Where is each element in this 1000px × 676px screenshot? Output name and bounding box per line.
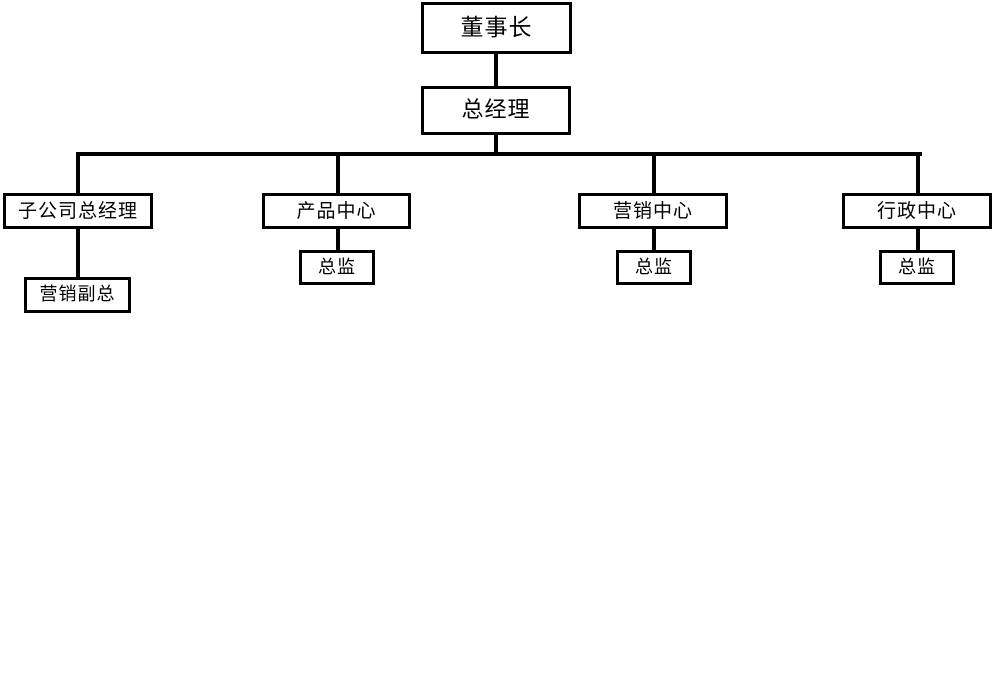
org-node-general-manager-label: 总经理 xyxy=(461,97,531,123)
org-node-admin-center-label: 行政中心 xyxy=(876,199,957,222)
connector-chairman-to-general-manager xyxy=(494,53,498,87)
org-node-director-marketing[interactable]: 总监 xyxy=(616,250,692,285)
org-node-director-admin-label: 总监 xyxy=(898,256,936,278)
org-node-marketing-center[interactable]: 营销中心 xyxy=(578,193,728,229)
org-node-director-marketing-label: 总监 xyxy=(635,256,673,278)
connector-bus-to-admin-center xyxy=(916,152,920,195)
org-node-general-manager[interactable]: 总经理 xyxy=(421,86,571,135)
connector-bus-to-subsidiary-gm xyxy=(76,152,80,195)
org-node-director-product[interactable]: 总监 xyxy=(299,250,375,285)
org-node-admin-center[interactable]: 行政中心 xyxy=(842,193,992,229)
org-node-chairman-label: 董事长 xyxy=(460,14,533,41)
connector-bus-to-marketing-center xyxy=(652,152,656,195)
connector-product-center-to-director xyxy=(336,227,340,252)
org-node-subsidiary-gm[interactable]: 子公司总经理 xyxy=(3,193,153,229)
connector-subsidiary-gm-to-marketing-vp xyxy=(76,227,80,279)
connector-admin-center-to-director xyxy=(916,227,920,252)
org-node-marketing-center-label: 营销中心 xyxy=(612,199,693,222)
org-node-marketing-vp-label: 营销副总 xyxy=(39,284,116,305)
org-node-subsidiary-gm-label: 子公司总经理 xyxy=(17,199,138,222)
org-node-product-center[interactable]: 产品中心 xyxy=(262,193,411,229)
connector-general-manager-trunk xyxy=(494,134,498,156)
org-node-marketing-vp[interactable]: 营销副总 xyxy=(24,277,131,313)
connector-bus-to-product-center xyxy=(336,152,340,195)
org-node-director-admin[interactable]: 总监 xyxy=(879,250,955,285)
org-node-product-center-label: 产品中心 xyxy=(296,199,377,222)
org-node-director-product-label: 总监 xyxy=(318,256,356,278)
connector-horizontal-bus xyxy=(77,152,922,156)
connector-marketing-center-to-director xyxy=(652,227,656,252)
org-node-chairman[interactable]: 董事长 xyxy=(421,2,572,54)
